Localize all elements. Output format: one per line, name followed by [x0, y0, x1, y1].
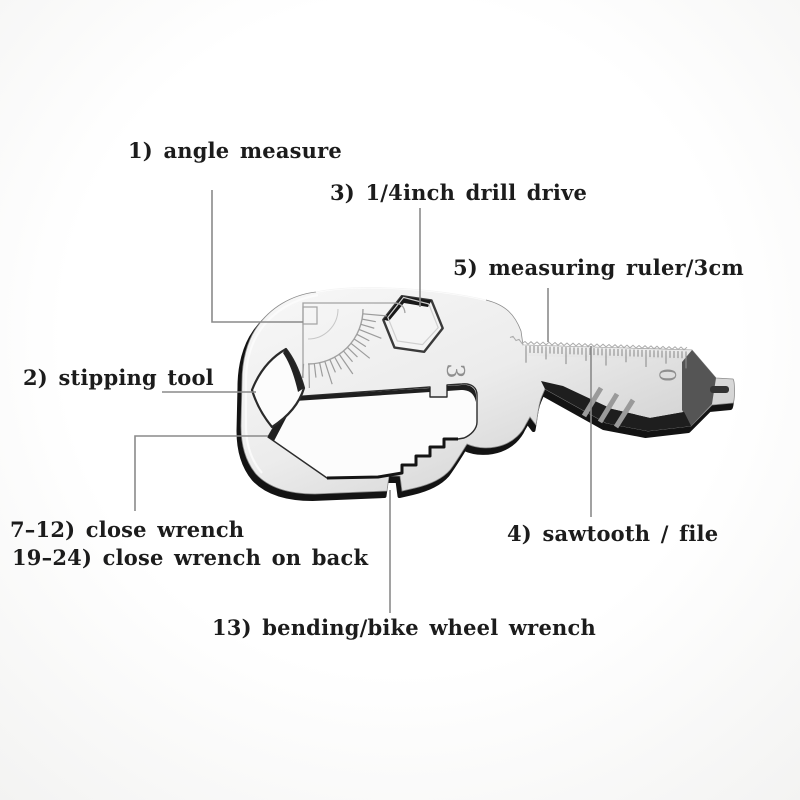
angle-measure-engraving [301, 302, 406, 388]
ruler-number-0: 0 [654, 368, 679, 382]
callout-label-close-wrench-back: 19–24) close wrench on back [12, 545, 369, 570]
ruler-tick-marks [525, 345, 687, 369]
callout-label-measuring-ruler: 5) measuring ruler/3cm [453, 255, 744, 280]
callout-label-drill-drive: 3) 1/4inch drill drive [330, 180, 588, 205]
callout-label-angle-measure: 1) angle measure [128, 138, 342, 163]
ruler-number-3: 3 [441, 363, 469, 378]
callout-lines [134, 190, 592, 613]
tip-facet [682, 350, 716, 426]
callout-label-close-wrench: 7–12) close wrench [10, 517, 245, 542]
file-grooves [581, 386, 636, 429]
tip-tab-slot [710, 386, 729, 393]
key-left-highlight [244, 293, 319, 474]
cutout-right-wall-shading [447, 384, 476, 402]
callout-label-bike-wheel-wrench: 13) bending/bike wheel wrench [212, 615, 596, 640]
blade-surface [523, 345, 700, 360]
sawtooth-top-edge [509, 335, 688, 351]
callout-label-sawtooth-file: 4) sawtooth / file [507, 521, 719, 546]
stripping-cutout-wall-shading [283, 349, 304, 392]
callout-line-close-wrench [134, 435, 268, 511]
callout-line-angle-measure [211, 190, 303, 323]
callout-label-stripping-tool: 2) stipping tool [23, 365, 214, 390]
cutout-step-teeth-shading [326, 437, 458, 480]
hex-hole-inner-ring [387, 296, 439, 346]
file-dark-zone [541, 381, 691, 431]
key-top-highlight [315, 286, 487, 301]
